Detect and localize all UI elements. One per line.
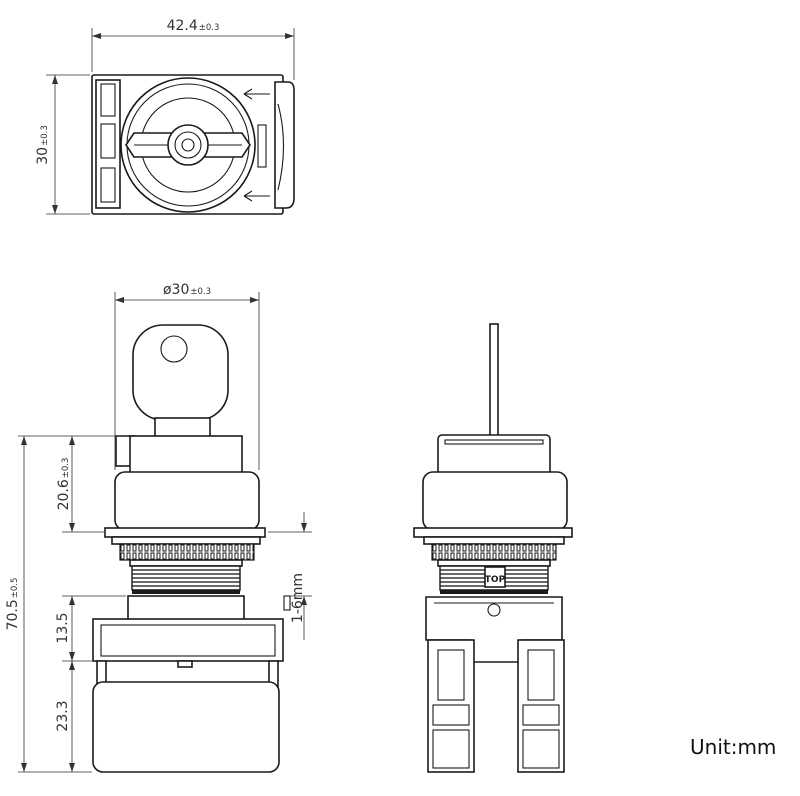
- dim-diameter: ø30±0.3: [163, 282, 211, 298]
- key-blade: [489, 323, 499, 439]
- right-contact-leg: [517, 639, 565, 773]
- dim-top-width: 42.4±0.3: [167, 18, 220, 34]
- dim-overall-height: 70.5±0.5: [5, 578, 21, 631]
- dim-top-height: 30±0.3: [35, 125, 51, 164]
- side-view: [92, 324, 284, 773]
- key-hole: [160, 335, 188, 363]
- head-body: [114, 471, 260, 531]
- front-view: TOP: [413, 323, 573, 773]
- top-marker-label: TOP: [485, 575, 506, 585]
- dim-mid-height: 13.5: [55, 612, 71, 643]
- dimension-lines: [18, 28, 312, 773]
- top-view: [91, 74, 295, 215]
- dim-head-height: 20.6±0.3: [56, 458, 72, 511]
- knurled-ring: [119, 543, 255, 561]
- dim-panel-thickness: 1-6mm: [290, 573, 306, 623]
- dim-bottom-height: 23.3: [55, 700, 71, 731]
- left-contact-leg: [427, 639, 475, 773]
- threaded-barrel: [131, 565, 241, 591]
- dimension-labels: 42.4±0.3 30±0.3 ø30±0.3 70.5±0.5 20.6±0.…: [5, 18, 306, 732]
- key-bow: [132, 324, 229, 421]
- contact-block: [92, 681, 280, 773]
- key-cylinder: [167, 124, 209, 166]
- unit-label: Unit:mm: [690, 735, 777, 759]
